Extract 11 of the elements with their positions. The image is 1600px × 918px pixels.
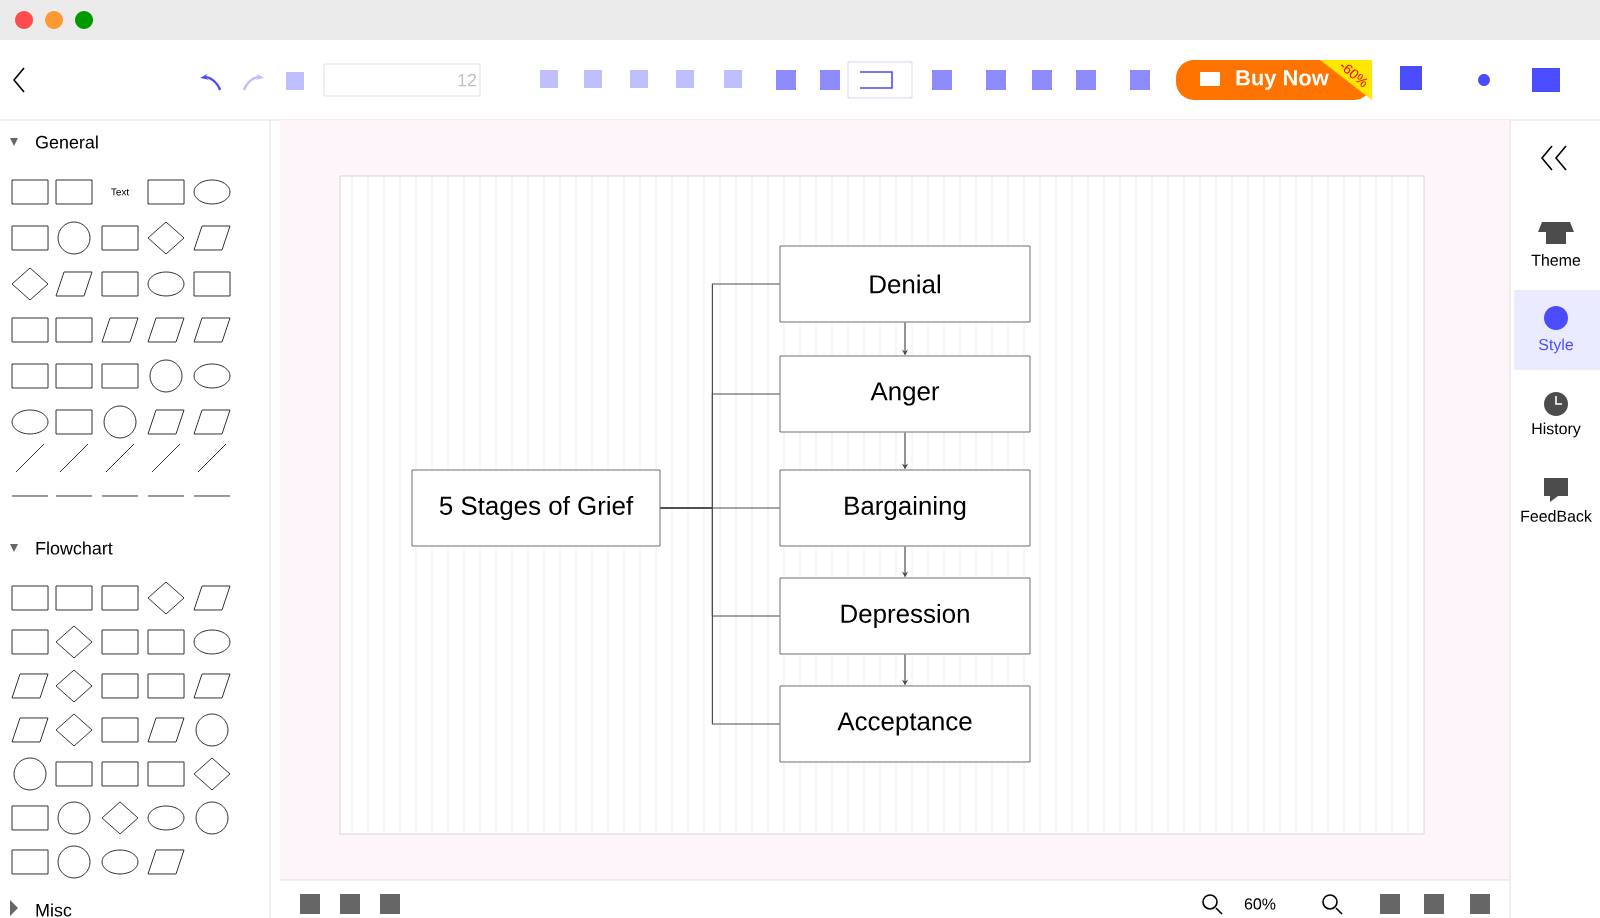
- topic-box: 5 Stages of Grief: [411, 469, 661, 547]
- section-heading: Misc: [36, 903, 72, 917]
- stage-box: Denial: [779, 245, 1031, 323]
- stage-box: Depression: [779, 577, 1031, 655]
- stage-box: Anger: [779, 355, 1031, 433]
- section-heading: General: [35, 135, 98, 149]
- stage-box: Acceptance: [779, 685, 1031, 763]
- section-heading: Flowchart: [36, 541, 113, 555]
- font-size-text: 12: [458, 73, 477, 87]
- connector: [659, 507, 781, 725]
- stage-box: Bargaining: [779, 469, 1031, 547]
